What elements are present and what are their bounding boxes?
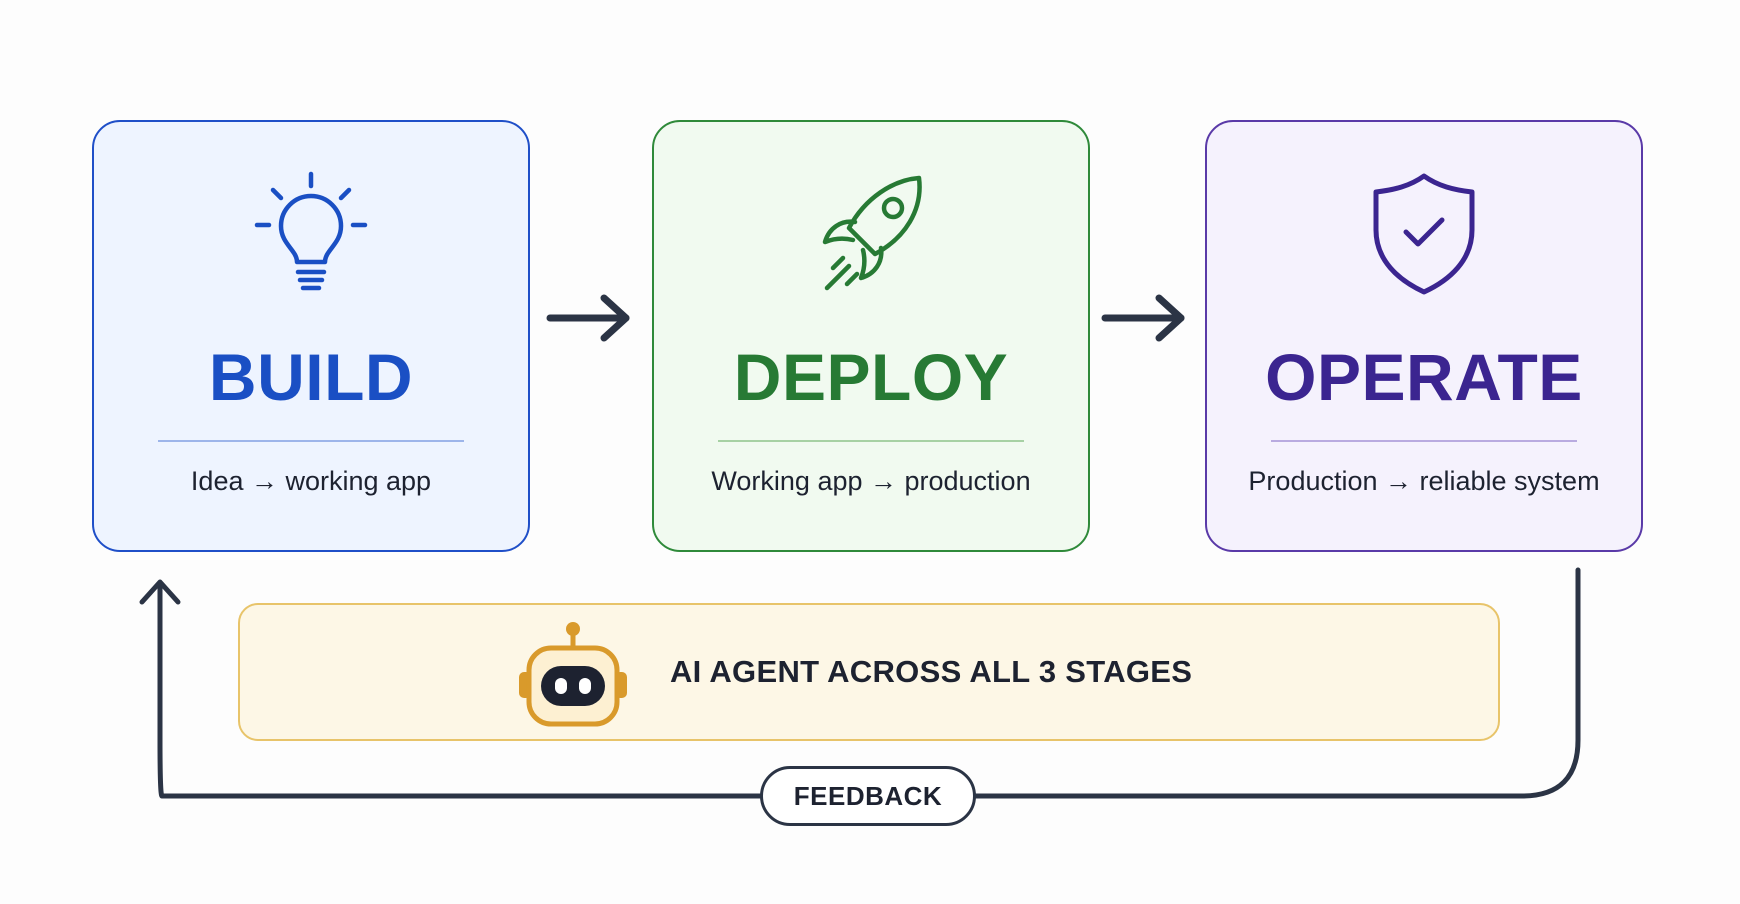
divider — [1271, 440, 1577, 442]
stage-subtitle: Working app → production — [711, 466, 1031, 496]
feedback-label: FEEDBACK — [760, 766, 976, 826]
shield-check-icon — [1354, 164, 1494, 304]
stage-subtitle: Production → reliable system — [1248, 466, 1600, 496]
arrow-right-icon — [1101, 290, 1189, 346]
stage-title: BUILD — [208, 340, 414, 414]
stage-subtitle: Idea → working app — [190, 466, 432, 496]
divider — [158, 440, 464, 442]
stage-card-operate: OPERATE Production → reliable system — [1205, 120, 1643, 552]
stage-card-deploy: DEPLOY Working app → production — [652, 120, 1090, 552]
lightbulb-icon — [241, 164, 381, 304]
divider — [718, 440, 1024, 442]
stage-title: DEPLOY — [733, 340, 1009, 414]
robot-icon — [515, 618, 631, 730]
stage-title: OPERATE — [1265, 340, 1583, 414]
arrow-right-icon — [546, 290, 634, 346]
ai-agent-banner: AI AGENT ACROSS ALL 3 STAGES — [238, 603, 1500, 741]
ai-agent-label: AI AGENT ACROSS ALL 3 STAGES — [670, 654, 1193, 689]
stage-card-build: BUILD Idea → working app — [92, 120, 530, 552]
rocket-icon — [801, 164, 941, 304]
